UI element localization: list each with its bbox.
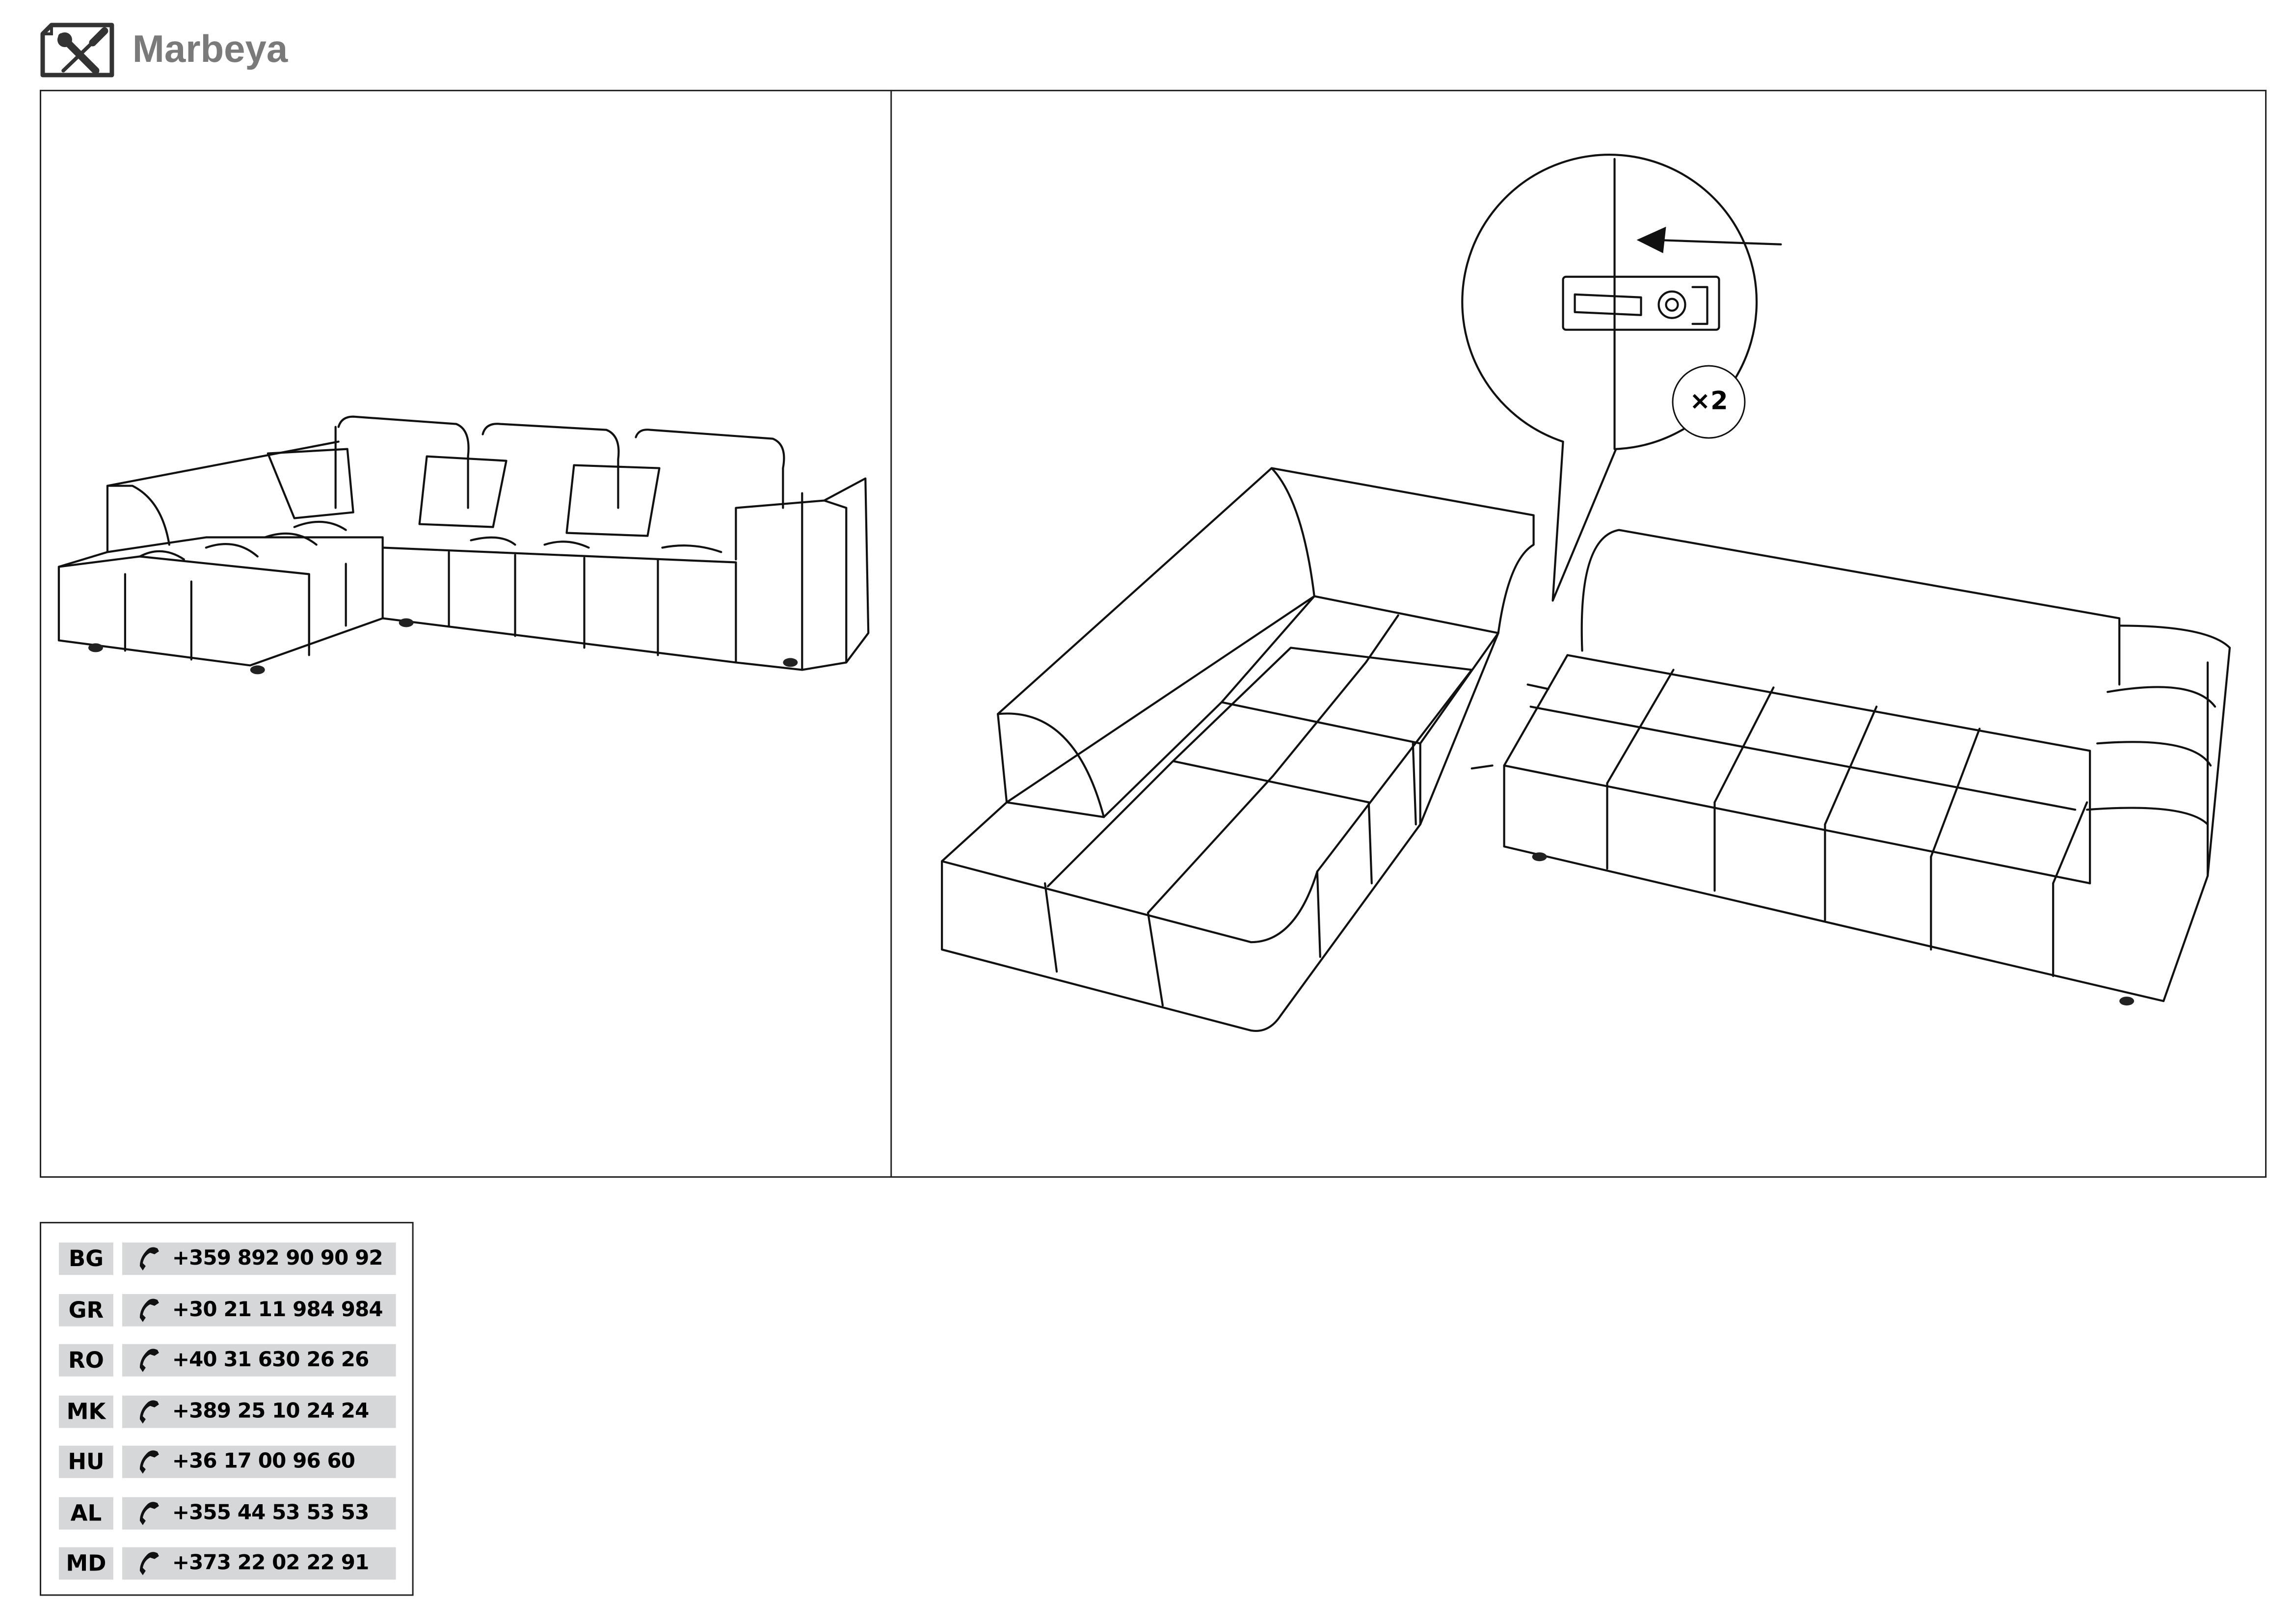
direction-arrow-icon xyxy=(1636,226,1782,253)
country-code: MK xyxy=(58,1395,113,1428)
contact-row: HU +36 17 00 96 60 xyxy=(58,1445,396,1478)
country-code: MD xyxy=(58,1547,113,1580)
phone-number-cell: +355 44 53 53 53 xyxy=(122,1496,396,1529)
phone-number: +36 17 00 96 60 xyxy=(172,1450,355,1474)
contact-row: MK +389 25 10 24 24 xyxy=(58,1395,396,1428)
phone-number-cell: +389 25 10 24 24 xyxy=(122,1395,396,1428)
tools-document-icon xyxy=(40,23,114,78)
country-code: GR xyxy=(58,1293,113,1326)
phone-icon xyxy=(139,1399,159,1423)
contact-row: GR +30 21 11 984 984 xyxy=(58,1293,396,1326)
country-code: RO xyxy=(58,1344,113,1377)
phone-icon xyxy=(139,1349,159,1372)
panel-divider xyxy=(890,89,893,1178)
phone-icon xyxy=(139,1501,159,1525)
phone-number-cell: +359 892 90 90 92 xyxy=(122,1242,396,1275)
assembled-corner-sofa xyxy=(57,415,870,675)
phone-number: +359 892 90 90 92 xyxy=(172,1246,383,1271)
phone-number-cell: +40 31 630 26 26 xyxy=(122,1344,396,1377)
phone-icon xyxy=(139,1247,159,1271)
page-title: Marbeya xyxy=(132,26,288,71)
phone-number-cell: +30 21 11 984 984 xyxy=(122,1293,396,1326)
phone-number: +373 22 02 22 91 xyxy=(172,1551,370,1575)
country-code: BG xyxy=(58,1242,113,1275)
contact-row: AL +355 44 53 53 53 xyxy=(58,1496,396,1529)
contact-phone-table: BG +359 892 90 90 92 GR +30 21 11 984 984… xyxy=(39,1221,414,1596)
phone-icon xyxy=(139,1552,159,1575)
contact-row: BG +359 892 90 90 92 xyxy=(58,1242,396,1275)
quantity-badge: ×2 xyxy=(1672,365,1746,439)
contact-row: MD +373 22 02 22 91 xyxy=(58,1547,396,1580)
phone-number: +40 31 630 26 26 xyxy=(172,1348,370,1372)
contact-row: RO +40 31 630 26 26 xyxy=(58,1344,396,1377)
phone-number: +30 21 11 984 984 xyxy=(172,1298,383,1322)
country-code: HU xyxy=(58,1445,113,1478)
sofa-module xyxy=(1470,529,2231,1006)
phone-number: +389 25 10 24 24 xyxy=(172,1399,370,1423)
country-code: AL xyxy=(58,1496,113,1529)
chaise-module xyxy=(941,467,1535,1032)
phone-number: +355 44 53 53 53 xyxy=(172,1501,370,1525)
phone-number-cell: +373 22 02 22 91 xyxy=(122,1547,396,1580)
phone-number-cell: +36 17 00 96 60 xyxy=(122,1445,396,1478)
phone-icon xyxy=(139,1298,159,1322)
instruction-frame xyxy=(39,89,2267,1178)
phone-icon xyxy=(139,1450,159,1474)
